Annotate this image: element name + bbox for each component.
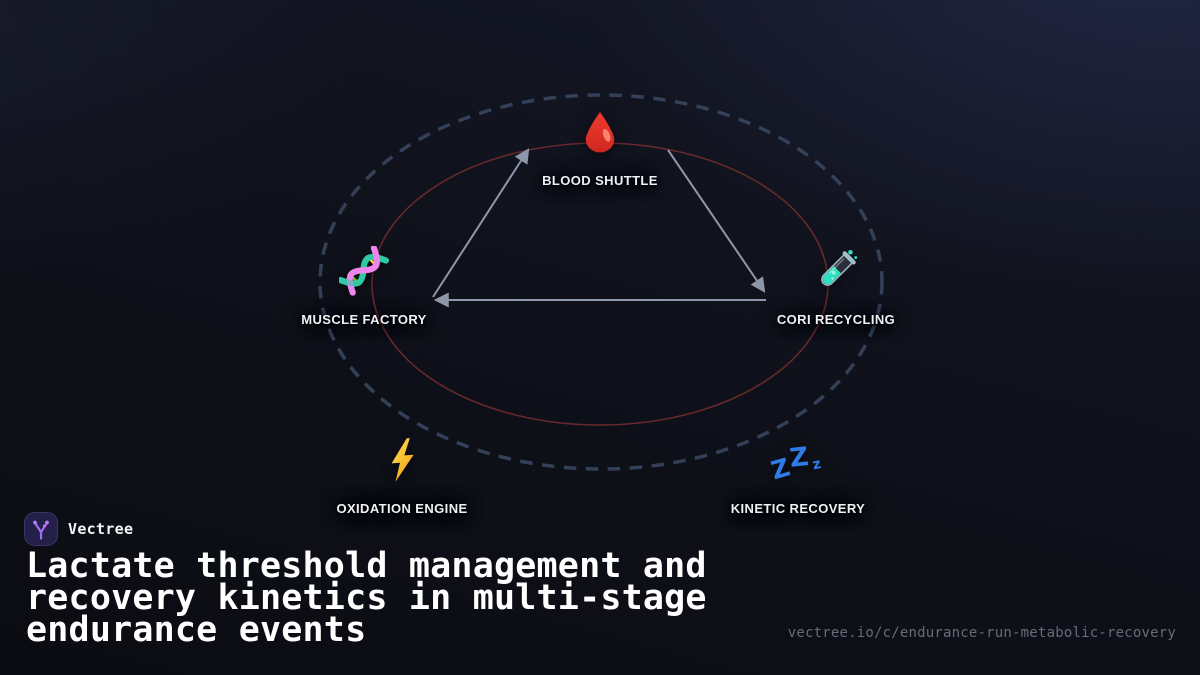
arrow-muscle-to-blood xyxy=(432,148,530,298)
card-title-line: Lactate threshold management and xyxy=(26,546,707,586)
node-label: KINETIC RECOVERY xyxy=(730,501,866,516)
node-label: BLOOD SHUTTLE xyxy=(542,173,658,188)
dna-icon xyxy=(339,246,389,296)
node-label: MUSCLE FACTORY xyxy=(301,312,427,327)
lightning-bolt-icon xyxy=(384,437,420,483)
node-muscle-factory: MUSCLE FACTORY xyxy=(244,246,484,327)
node-blood-shuttle: BLOOD SHUTTLE xyxy=(480,109,720,188)
node-oxidation-engine: OXIDATION ENGINE xyxy=(282,437,522,516)
arrow-blood-to-cori xyxy=(667,149,766,293)
card-title-line: recovery kinetics in multi-stage xyxy=(26,578,707,618)
blood-drop-icon xyxy=(581,109,619,155)
card-title-line: endurance events xyxy=(26,610,367,650)
outer-dashed-orbit xyxy=(318,93,884,471)
svg-text:z: z xyxy=(811,456,823,473)
brand-name: Vectree xyxy=(68,520,134,538)
card-url[interactable]: vectree.io/c/endurance-run-metabolic-rec… xyxy=(787,625,1176,641)
card-title: Lactate threshold management and recover… xyxy=(26,546,786,650)
vectree-logo-icon xyxy=(24,512,58,546)
node-cori-recycling: CORI RECYCLING xyxy=(716,248,956,327)
node-kinetic-recovery: Z Z z KINETIC RECOVERY xyxy=(678,437,918,516)
test-tube-icon xyxy=(811,248,861,294)
node-label: OXIDATION ENGINE xyxy=(336,501,468,516)
zzz-icon: Z Z z xyxy=(769,437,827,483)
brand: Vectree xyxy=(24,512,133,546)
svg-text:Z: Z xyxy=(788,442,810,474)
node-label: CORI RECYCLING xyxy=(776,312,896,327)
